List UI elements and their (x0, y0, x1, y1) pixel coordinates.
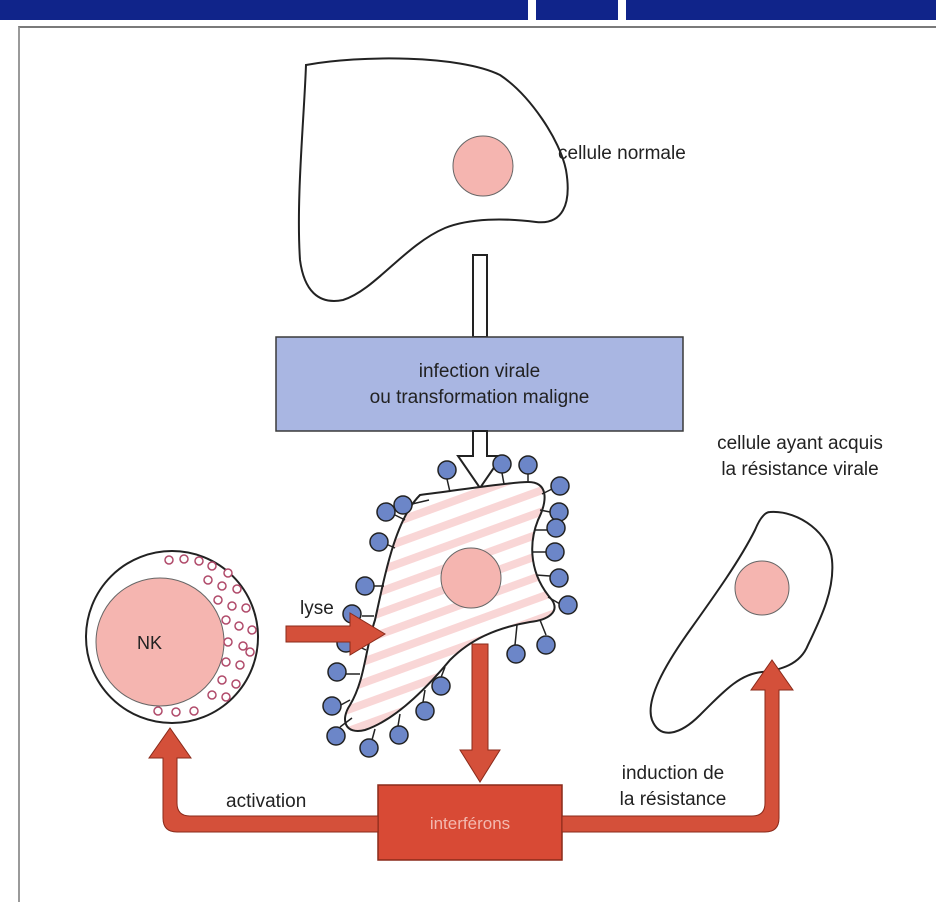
label-interferons: interférons (378, 813, 562, 835)
white-arrow-shaft (473, 255, 487, 337)
normal-cell-outline (299, 58, 568, 301)
label-activation: activation (226, 790, 306, 814)
label-resistante-line2: la résistance virale (675, 458, 925, 482)
label-nk: NK (137, 631, 162, 655)
activation-arrow (149, 728, 378, 832)
label-induction-line1: induction de (592, 762, 754, 786)
normal-cell-nucleus (453, 136, 513, 196)
infected-cell-nucleus (441, 548, 501, 608)
resistant-cell-outline (651, 512, 833, 733)
label-infection-line2: ou transformation maligne (276, 385, 683, 411)
interferon-down-arrow (460, 644, 500, 782)
label-infection-line1: infection virale (276, 359, 683, 385)
label-resistante-line1: cellule ayant acquis (675, 432, 925, 456)
label-lyse: lyse (300, 597, 334, 621)
resistant-cell-nucleus (735, 561, 789, 615)
infected-cell-outline (345, 482, 555, 731)
label-induction-line2: la résistance (592, 788, 754, 812)
label-cellule-normale: cellule normale (558, 142, 686, 166)
